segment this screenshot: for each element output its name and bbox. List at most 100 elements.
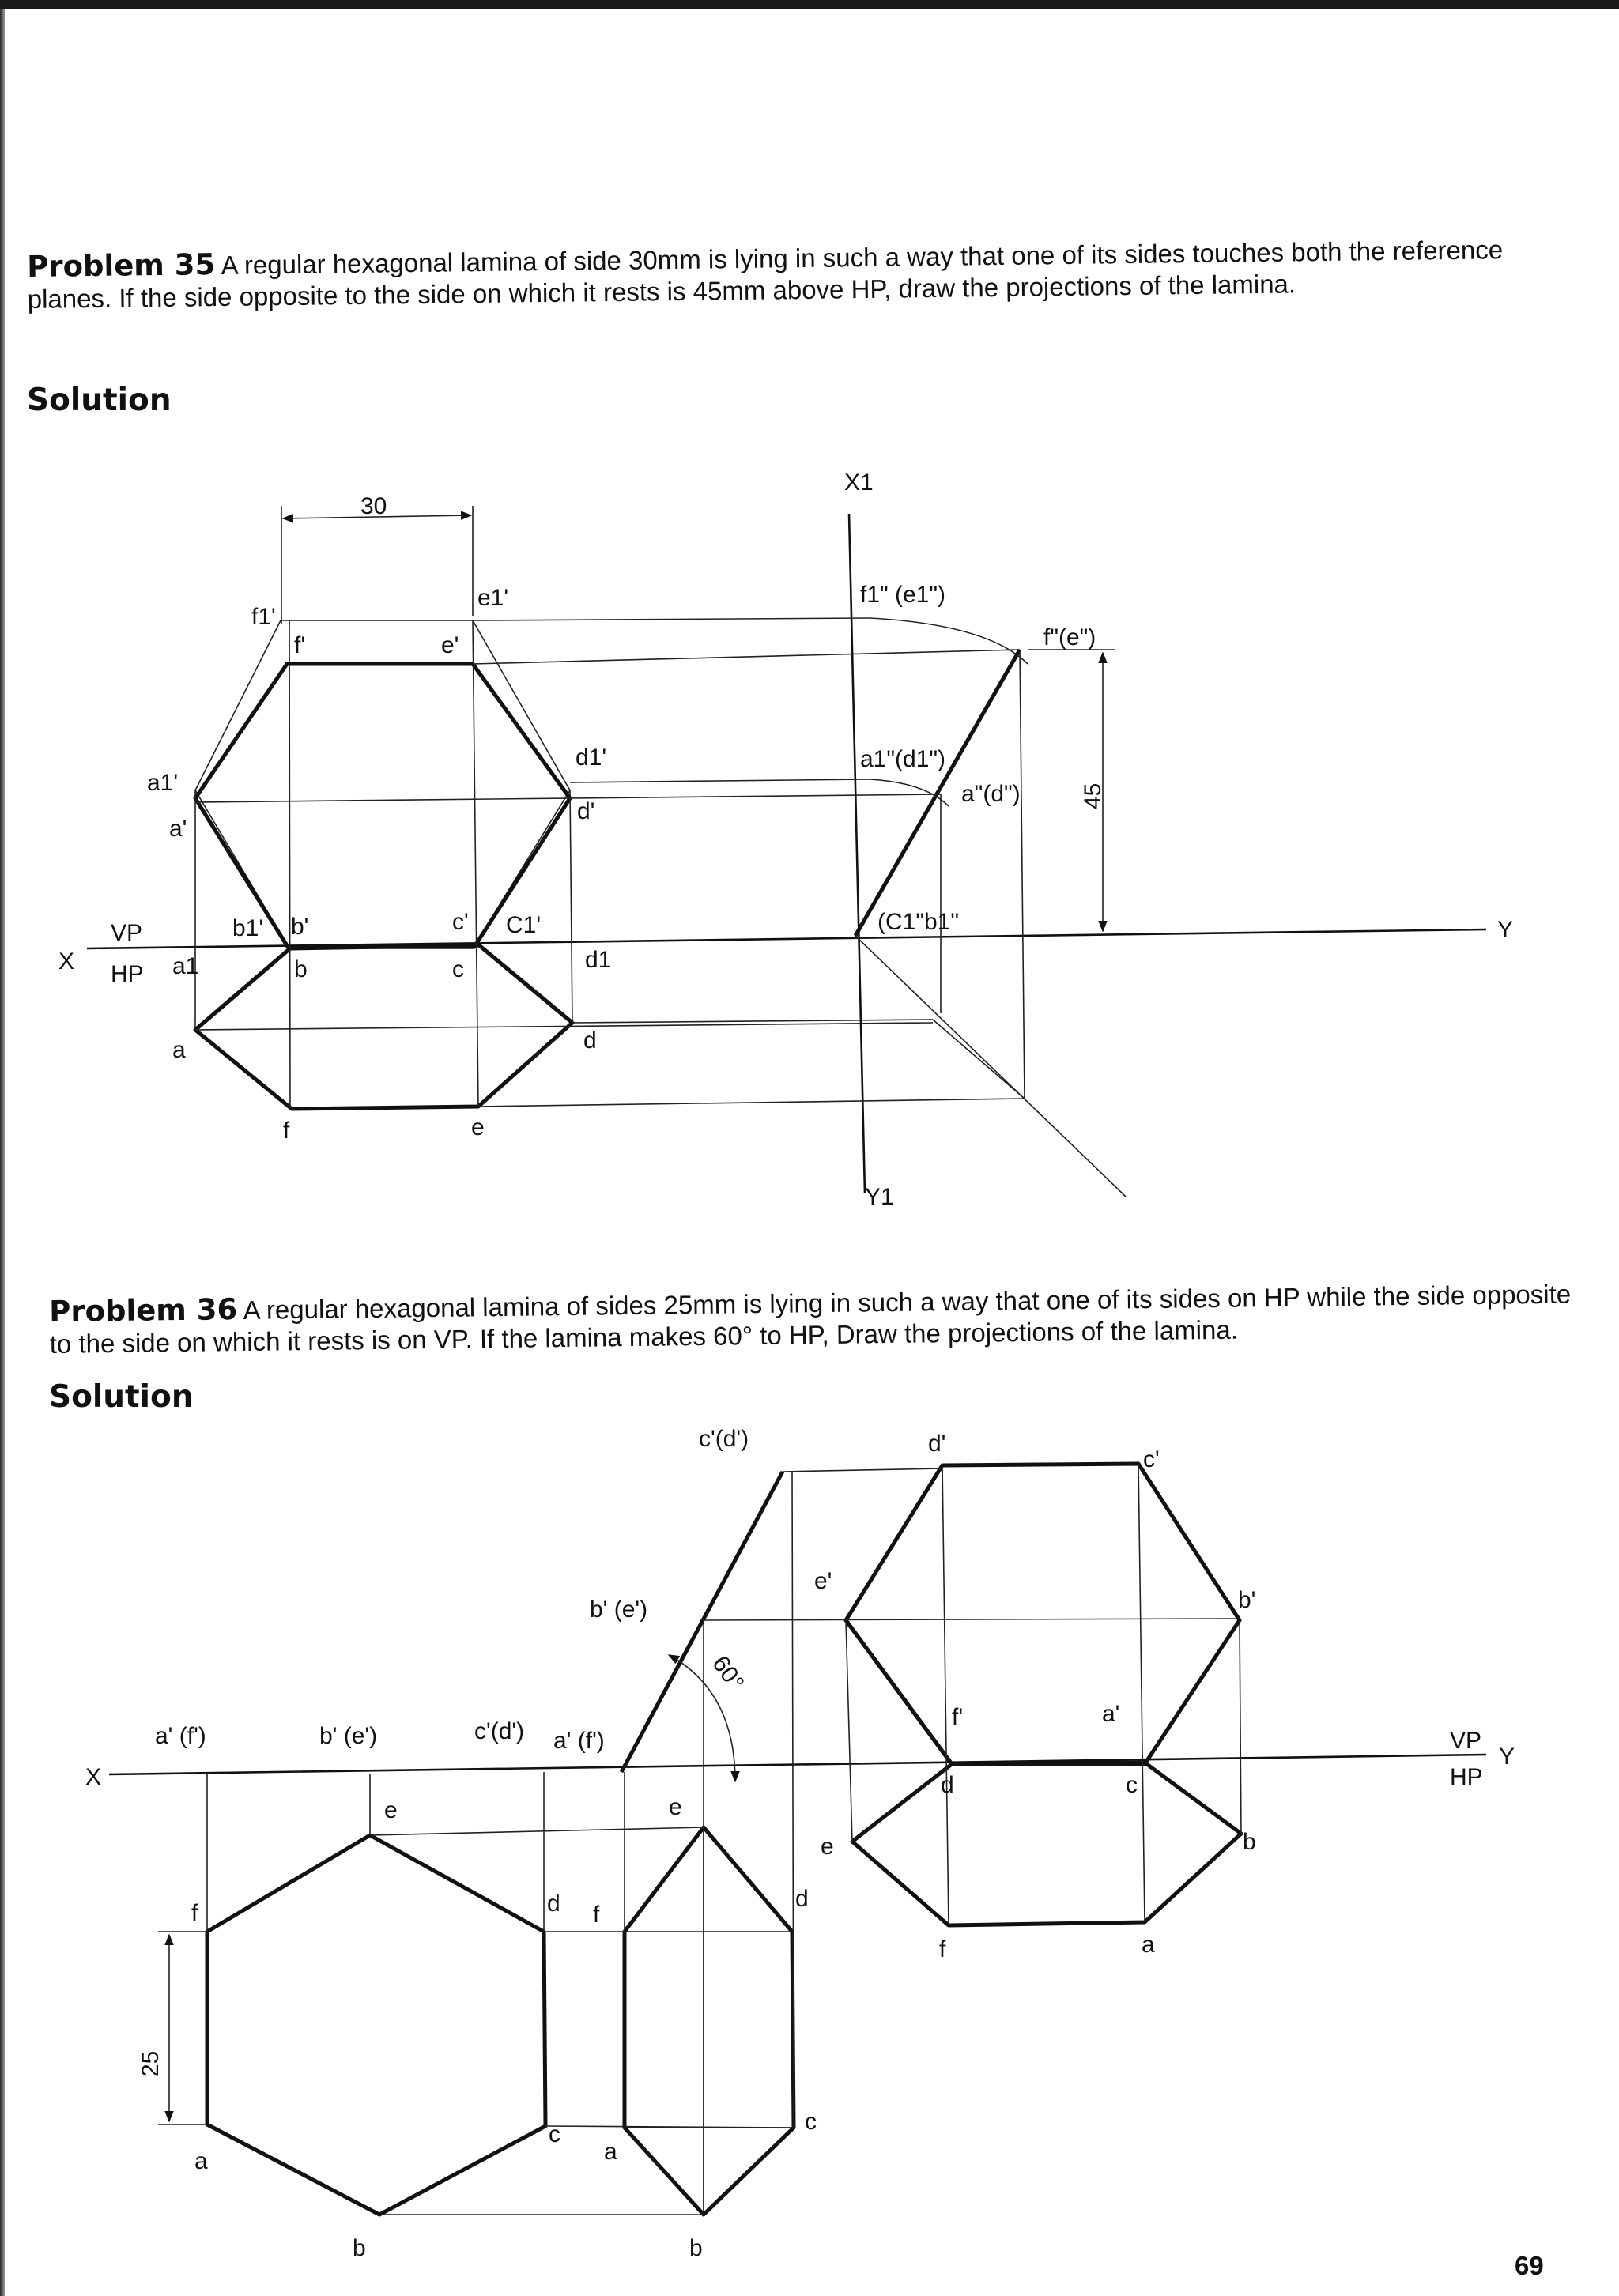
projector [845, 1619, 853, 1842]
label-vp-36: VP [1450, 1728, 1481, 1754]
projector [194, 1022, 934, 1031]
label-a-prime: a' [169, 816, 187, 842]
label-e-mid: e [669, 1794, 682, 1820]
projector [1138, 1463, 1145, 1923]
problem-36-diagram: X Y VP HP 25 60° a' (f') b' (e') c'(d') … [85, 1426, 1515, 2261]
front-view-hexagon-35 [193, 662, 572, 949]
projector [472, 649, 1021, 665]
label-e-prime: e' [441, 632, 459, 658]
label-b-prime: b' [291, 914, 308, 940]
projector [942, 1465, 949, 1926]
label-a1: a1 [172, 953, 198, 979]
side-view-line-35 [853, 648, 1022, 937]
front-view-true-shape-35 [194, 620, 571, 949]
projector [932, 1019, 1025, 1099]
label-c-prime: c' [452, 909, 469, 935]
label-c-right: c [1126, 1772, 1138, 1798]
label-d: d [583, 1027, 597, 1054]
label-dim-45: 45 [1080, 783, 1106, 809]
label-angle-60: 60° [707, 1651, 749, 1695]
label-dim-25: 25 [138, 2051, 164, 2077]
label-b: b [294, 956, 308, 982]
projector [1019, 649, 1025, 1099]
projector [477, 1098, 1025, 1107]
label-hp-35: HP [111, 961, 144, 987]
front-view-line-36 [619, 1470, 785, 1774]
label-e-left: e [384, 1797, 398, 1823]
label-a1-prime: a1' [147, 770, 178, 796]
page-number: 69 [1515, 2251, 1544, 2280]
label-c1-dd-b1-dd: (C1"b1" [877, 909, 959, 935]
top-view-edge-ab [194, 947, 292, 1031]
label-a1-dd-d1-dd: a1"(d1") [860, 746, 945, 772]
label-f-dd-e-dd: f"(e") [1043, 624, 1096, 650]
label-hp-36: HP [1450, 1764, 1483, 1790]
projector [194, 794, 942, 803]
page-top-border [0, 0, 1619, 9]
label-d-prime: d' [577, 798, 594, 824]
label-b-right: b [1243, 1829, 1256, 1855]
label-a-dd-d-dd: a"(d") [961, 781, 1021, 807]
dimension-30 [281, 511, 473, 523]
projector [472, 620, 479, 1107]
projector [791, 1471, 794, 2128]
top-view-right-36 [850, 1760, 1243, 1928]
label-vp-35: VP [111, 920, 142, 946]
label-a-left: a [194, 2148, 208, 2174]
label-e-right: e [821, 1834, 834, 1860]
label-y-36: Y [1499, 1744, 1515, 1770]
label-f-prime: f' [952, 1704, 963, 1730]
label-e: e [471, 1114, 485, 1140]
label-c: c [452, 956, 464, 982]
label-c1-prime: C1' [506, 912, 541, 938]
label-c-d-prime-1: c'(d') [474, 1718, 524, 1744]
projector [569, 790, 573, 1024]
label-f1-prime: f1' [251, 604, 276, 630]
label-e-prime: e' [814, 1568, 832, 1594]
projector [782, 1468, 943, 1472]
label-f-prime: f' [294, 632, 305, 658]
label-d-mid: d [795, 1886, 809, 1912]
xy-reference-line-36 [108, 1753, 1487, 1776]
label-b-e-prime-2: b' (e') [590, 1597, 647, 1623]
label-a-right: a [1142, 1932, 1155, 1958]
label-d-right: d [941, 1772, 954, 1798]
label-b-prime: b' [1238, 1587, 1255, 1613]
mitre-line-45deg [855, 935, 1127, 1197]
rotation-arc-lower [869, 779, 949, 807]
label-d-prime: d' [928, 1431, 945, 1457]
label-dim-30: 30 [360, 493, 387, 519]
label-x1: X1 [844, 469, 874, 496]
label-f: f [283, 1118, 290, 1144]
x1y1-reference-line [847, 513, 866, 1194]
label-f-left: f [191, 1900, 198, 1926]
label-b-e-prime-1: b' (e') [319, 1723, 377, 1749]
label-c-mid: c [805, 2109, 817, 2135]
projector [369, 1827, 704, 1836]
label-c-left: c [549, 2121, 560, 2147]
label-d-left: d [547, 1891, 560, 1917]
label-x-36: X [85, 1764, 101, 1790]
label-y-35: Y [1497, 917, 1513, 943]
top-view-true-shape-36 [205, 1833, 548, 2217]
label-a: a [172, 1037, 186, 1063]
problem-36-solution-heading: Solution [49, 1379, 194, 1415]
projector [699, 1618, 1240, 1621]
label-a-prime: a' [1102, 1701, 1119, 1727]
projector [572, 1019, 934, 1024]
label-f-mid: f [593, 1902, 600, 1928]
projector [1239, 1619, 1242, 1834]
projector [569, 779, 870, 783]
angle-arc-60 [667, 1654, 740, 1783]
label-b1-prime: b1' [232, 915, 263, 941]
label-a-mid: a [604, 2139, 617, 2165]
rotation-arc-upper [869, 617, 1028, 665]
label-b-left: b [353, 2235, 366, 2261]
label-d1: d1 [585, 947, 611, 973]
problem-35-solution-heading: Solution [27, 383, 172, 418]
label-b-mid: b [689, 2235, 703, 2261]
projector [289, 620, 291, 1110]
label-c-d-prime-2: c'(d') [699, 1426, 749, 1452]
top-view-hexagon-36 [622, 1825, 796, 2217]
